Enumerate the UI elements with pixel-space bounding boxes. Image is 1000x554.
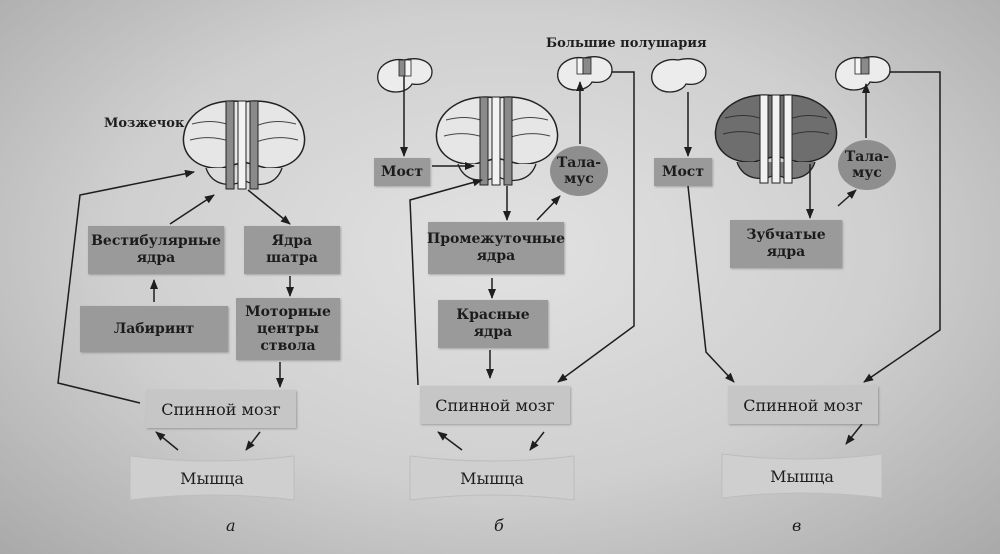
muscle-a: Мышца: [128, 452, 296, 504]
arrows-panel-c: [684, 71, 941, 445]
hemisphere-c-right: [835, 56, 891, 91]
spinal-cord-box-a: Спинной мозг: [146, 390, 296, 428]
vestibular-nuclei-box: Вестибулярные ядра: [88, 226, 224, 274]
cerebellum-b: [435, 96, 559, 186]
spinal-cord-box-c: Спинной мозг: [728, 386, 878, 424]
muscle-shape-a: [129, 455, 295, 501]
fastigial-nuclei-box: Ядра шатра: [244, 226, 340, 274]
arrows-panel-b: [400, 71, 635, 451]
motor-centers-box: Моторные центры ствола: [236, 298, 340, 360]
labyrinth-box: Лабиринт: [80, 306, 228, 352]
thalamus-circle-c: Тала-мус: [838, 140, 896, 190]
muscle-b: Мышца: [408, 452, 576, 504]
hemisphere-b-right: [557, 56, 613, 91]
cerebellum-a: [182, 100, 306, 190]
interposed-nuclei-box: Промежуточные ядра: [427, 222, 565, 274]
thalamus-circle-b: Тала-мус: [550, 146, 608, 196]
spinal-cord-box-b: Спинной мозг: [420, 386, 570, 424]
panel-letter-c: в: [792, 516, 802, 535]
muscle-label-a: Мышца: [180, 468, 244, 488]
hemispheres-label: Большие полушария: [546, 36, 707, 51]
muscle-label-c: Мышца: [770, 466, 834, 486]
muscle-shape-b: [409, 455, 575, 501]
muscle-shape-c: [721, 453, 883, 499]
cerebellum-label: Мозжечок: [104, 116, 185, 131]
pons-box-b: Мост: [374, 158, 430, 186]
red-nuclei-box: Красные ядра: [438, 300, 548, 348]
dentate-nuclei-box: Зубчатые ядра: [730, 220, 842, 268]
muscle-c: Мышца: [720, 450, 884, 502]
panel-letter-a: а: [226, 516, 236, 535]
panel-letter-b: б: [494, 516, 504, 535]
hemisphere-c-left: [651, 58, 707, 93]
pons-box-c: Мост: [654, 158, 712, 186]
arrows-panel-a: [57, 169, 294, 451]
cerebellum-c: [714, 94, 838, 184]
hemisphere-b-left: [377, 58, 433, 93]
muscle-label-b: Мышца: [460, 468, 524, 488]
